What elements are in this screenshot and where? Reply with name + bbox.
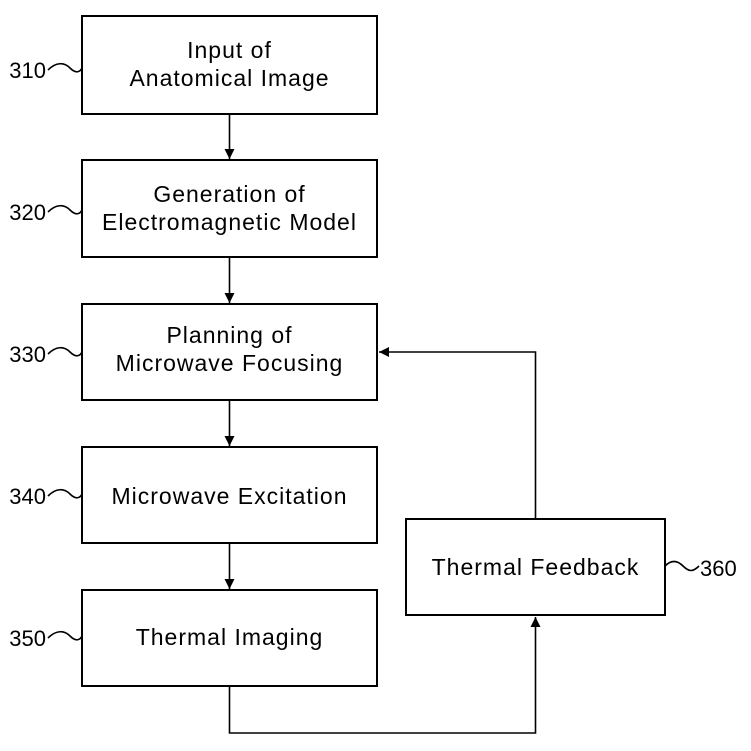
step-310-leader	[48, 64, 82, 72]
step-360: Thermal Feedback 360	[406, 519, 737, 615]
step-320-label-line-2: Electromagnetic Model	[102, 209, 357, 235]
step-330-ref-number: 330	[9, 342, 46, 367]
step-350-label-line-1: Thermal Imaging	[136, 624, 324, 650]
step-350: Thermal Imaging 350	[9, 590, 377, 686]
step-340-label-line-1: Microwave Excitation	[111, 483, 347, 509]
step-310: Input of Anatomical Image 310	[9, 16, 377, 114]
arrow-360-to-330	[379, 352, 536, 519]
step-330: Planning of Microwave Focusing 330	[9, 304, 377, 400]
step-320-label-line-1: Generation of	[153, 181, 305, 207]
step-360-leader	[665, 562, 699, 571]
step-340: Microwave Excitation 340	[9, 447, 377, 543]
step-350-leader	[48, 632, 82, 640]
step-340-ref-number: 340	[9, 484, 46, 509]
step-330-label-line-1: Planning of	[166, 322, 292, 348]
step-320-ref-number: 320	[9, 200, 46, 225]
step-310-ref-number: 310	[9, 58, 46, 83]
step-330-leader	[48, 348, 82, 356]
step-330-label-line-2: Microwave Focusing	[116, 350, 344, 376]
step-360-label-line-1: Thermal Feedback	[432, 554, 640, 580]
step-310-label-line-2: Anatomical Image	[129, 65, 329, 91]
step-350-ref-number: 350	[9, 626, 46, 651]
step-310-label-line-1: Input of	[187, 37, 272, 63]
step-360-ref-number: 360	[700, 556, 737, 581]
step-320-leader	[48, 206, 82, 214]
step-340-leader	[48, 490, 82, 498]
step-320: Generation of Electromagnetic Model 320	[9, 160, 377, 257]
